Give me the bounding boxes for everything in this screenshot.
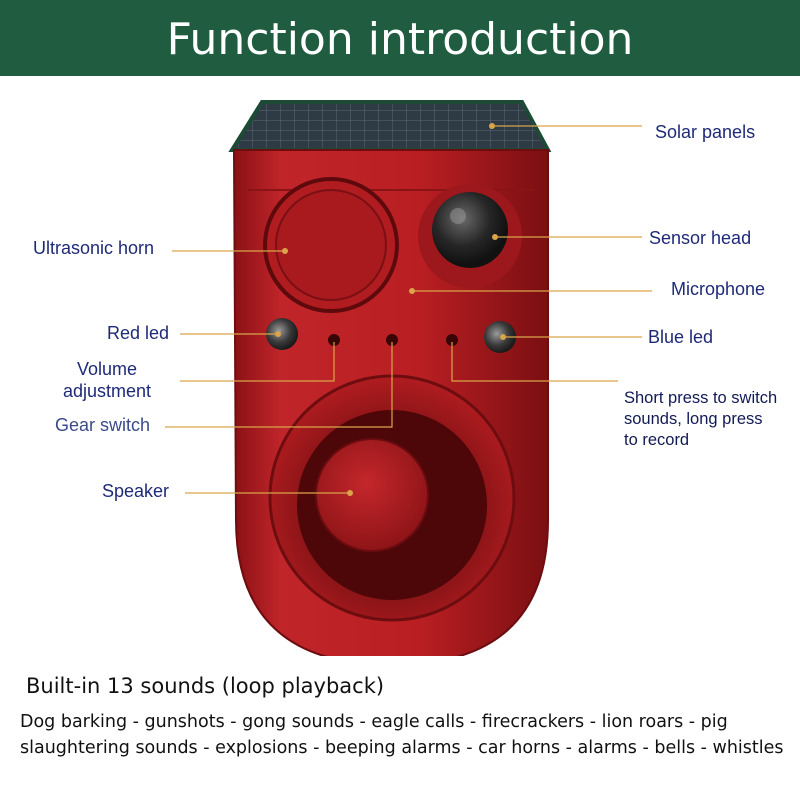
label-short-press-line3: to record <box>624 431 690 449</box>
red-led <box>266 318 298 350</box>
label-short-press: Short press to switch sounds, long press… <box>624 388 800 451</box>
label-red-led: Red led <box>107 323 170 343</box>
header-banner <box>0 0 800 76</box>
label-ultrasonic-horn: Ultrasonic horn <box>33 238 155 258</box>
label-volume-adjustment: Volume adjustment <box>47 358 167 402</box>
device-illustration <box>165 100 652 656</box>
label-sensor-head: Sensor head <box>649 228 752 248</box>
label-volume-line2: adjustment <box>62 381 152 401</box>
label-short-press-line2: sounds, long press <box>624 410 763 428</box>
label-blue-led: Blue led <box>648 327 714 347</box>
page-title: Function introduction <box>166 14 634 65</box>
sounds-list: Dog barking - gunshots - gong sounds - e… <box>20 712 784 758</box>
label-volume-line1: Volume <box>76 359 138 379</box>
label-solar-panels: Solar panels <box>655 122 756 142</box>
speaker-cone <box>315 438 429 552</box>
label-gear-switch: Gear switch <box>55 415 151 435</box>
sensor-head <box>432 192 508 268</box>
volume-knob <box>328 334 340 346</box>
gear-switch-button <box>386 334 398 346</box>
label-microphone: Microphone <box>671 279 766 299</box>
label-speaker: Speaker <box>102 481 170 501</box>
label-short-press-line1: Short press to switch <box>624 389 778 407</box>
mode-button <box>446 334 458 346</box>
sounds-heading: Built-in 13 sounds (loop playback) <box>26 674 385 698</box>
